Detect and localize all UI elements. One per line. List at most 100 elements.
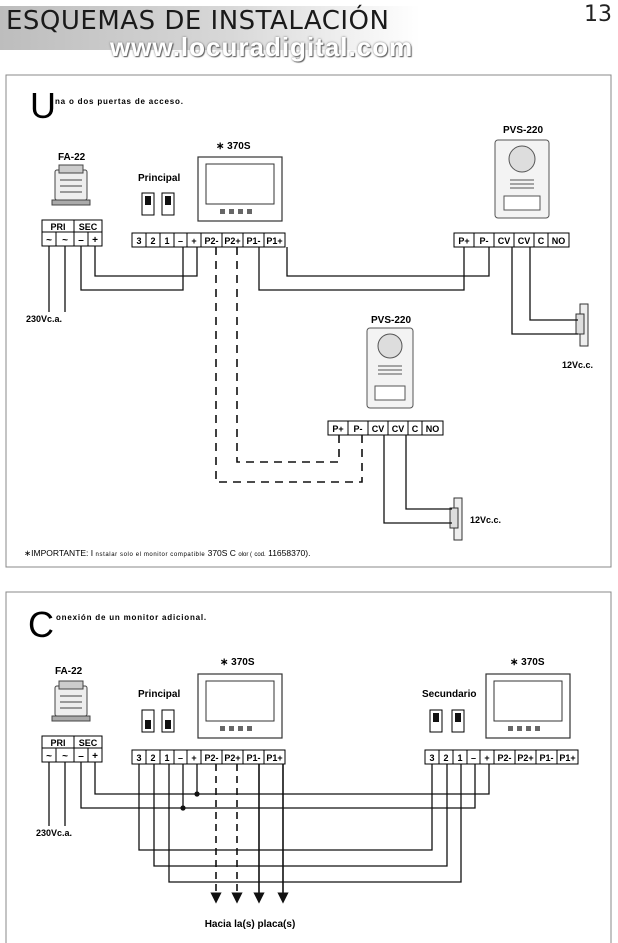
monitor1-terminal-block-terminal: + <box>191 753 196 763</box>
psu-ac2: ~ <box>62 235 68 246</box>
panel1-terminal-block-terminal: CV <box>498 236 511 246</box>
panel1-terminal-block-terminal: CV <box>518 236 531 246</box>
monitor1-terminal-block-terminal: P2- <box>204 753 218 763</box>
monitor-icon <box>197 673 283 739</box>
header-band <box>0 6 420 50</box>
panel2-terminal-block: P+ P- CV CV C NO <box>327 420 444 436</box>
note-body: nstalar solo el monitor compatible <box>96 552 208 558</box>
diagram-additional-monitor: C onexión de un monitor adicional. FA-22… <box>5 591 612 943</box>
monitor2-terminal-block-terminal: 1 <box>457 753 462 763</box>
monitor1-terminal-block-cell <box>263 749 286 765</box>
panel1-terminal-block-terminal: C <box>538 236 545 246</box>
outgoing-wires <box>210 764 289 904</box>
monitor-terminal-block-terminal: – <box>178 236 183 246</box>
dashed-wires-section1 <box>215 247 363 483</box>
section1-initial: U <box>30 85 56 126</box>
diagram-two-doors: U na o dos puertas de acceso. FA-22 PRI … <box>5 74 612 568</box>
monitor-terminal-block-terminal: 3 <box>136 236 141 246</box>
page-title: ESQUEMAS DE INSTALACIÓN <box>6 6 390 36</box>
psu2-voltage-label: 230Vc.a. <box>36 828 72 838</box>
psu2-ac2: ~ <box>62 751 68 762</box>
monitor-icon <box>197 156 283 222</box>
psu2-plus: + <box>92 751 98 762</box>
psu-pri-label: PRI <box>50 222 65 232</box>
panel1-label: PVS-220 <box>503 125 543 136</box>
monitor-terminal-block-terminal: 1 <box>164 236 169 246</box>
panel2-label: PVS-220 <box>371 315 411 326</box>
note-initial: I <box>91 548 93 558</box>
psu-plus: + <box>92 235 98 246</box>
monitor-terminal-block-terminal: P1+ <box>266 236 282 246</box>
monitor-terminal-block-terminal: + <box>191 236 196 246</box>
dip-switch-icon <box>141 709 175 733</box>
psu2-ac1: ~ <box>46 751 52 762</box>
psu-voltage-label: 230Vc.a. <box>26 314 62 324</box>
door-panel-icon <box>366 327 414 409</box>
power-supply-icon <box>51 680 91 722</box>
section1-heading: na o dos puertas de acceso. <box>55 97 184 106</box>
psu2-pri-label: PRI <box>50 738 65 748</box>
panel2-terminal-block-terminal: C <box>412 424 419 434</box>
note-model: 370S C <box>208 548 236 558</box>
monitor1-terminal-block-terminal: P2+ <box>224 753 240 763</box>
panel1-terminal-block-terminal: NO <box>552 236 566 246</box>
monitor2-terminal-block-terminal: P1+ <box>559 753 575 763</box>
monitor1-terminal-block-terminal: 1 <box>164 753 169 763</box>
panel2-terminal-block-terminal: NO <box>426 424 440 434</box>
monitor1-terminal-block-terminal: 2 <box>150 753 155 763</box>
to-panels-label: Hacia la(s) placa(s) <box>205 919 296 930</box>
panel2-terminal-block-terminal: P- <box>354 424 363 434</box>
principal-label-2: Principal <box>138 689 180 700</box>
section2-frame <box>5 591 612 943</box>
monitor-label: ∗ 370S <box>216 141 251 152</box>
secundario-label: Secundario <box>422 689 476 700</box>
dip-switch-icon <box>429 709 465 733</box>
panel2-terminal-block-cell <box>421 420 444 436</box>
monitor-terminal-block-terminal: P2- <box>204 236 218 246</box>
section2-initial: C <box>28 604 54 645</box>
junction-dot <box>194 791 200 797</box>
monitor2-terminal-block-terminal: P2+ <box>517 753 533 763</box>
psu-terminal-block: PRI SEC ~ ~ – + <box>41 219 103 247</box>
monitor1-terminal-block-terminal: – <box>178 753 183 763</box>
important-note: ∗IMPORTANTE: I nstalar solo el monitor c… <box>24 548 310 558</box>
lock2-voltage: 12Vc.c. <box>470 515 501 525</box>
principal-label: Principal <box>138 173 180 184</box>
section2-heading: onexión de un monitor adicional. <box>56 613 207 622</box>
note-code-small: cod. <box>254 552 266 558</box>
junction-dot <box>180 805 186 811</box>
monitor-terminal-block-cell <box>263 232 286 248</box>
monitor1-terminal-block-terminal: 3 <box>136 753 141 763</box>
monitor2-terminal-block-cell <box>556 749 579 765</box>
dip-switch-icon <box>141 192 175 216</box>
lock1-voltage: 12Vc.c. <box>562 360 593 370</box>
monitor-terminal-block-terminal: P2+ <box>224 236 240 246</box>
panel2-terminal-block-terminal: CV <box>372 424 385 434</box>
psu2-minus: – <box>78 751 84 762</box>
monitor-icon <box>485 673 571 739</box>
monitor2-terminal-block-terminal: 3 <box>429 753 434 763</box>
wires-section1 <box>48 246 578 524</box>
monitor1-terminal-block-terminal: P1- <box>246 753 260 763</box>
panel2-terminal-block-terminal: P+ <box>332 424 343 434</box>
psu-ac1: ~ <box>46 235 52 246</box>
monitor-terminal-block-terminal: 2 <box>150 236 155 246</box>
monitor2-terminal-block-terminal: 2 <box>443 753 448 763</box>
note-star: ∗IMPORTANTE: <box>24 548 91 558</box>
note-code: 11658370). <box>268 548 310 558</box>
watermark-url: www.locuradigital.com <box>110 32 414 62</box>
section1-frame <box>5 74 612 568</box>
electric-lock-icon <box>449 497 463 541</box>
panel1-terminal-block-terminal: P- <box>480 236 489 246</box>
monitor2-terminal-block-terminal: – <box>471 753 476 763</box>
psu-minus: – <box>78 235 84 246</box>
monitor2-label: ∗ 370S <box>510 657 545 668</box>
fa22-label: FA-22 <box>58 152 86 163</box>
door-panel-icon <box>494 139 550 219</box>
monitor-terminal-block-terminal: P1- <box>246 236 260 246</box>
panel2-terminal-block-terminal: CV <box>392 424 405 434</box>
